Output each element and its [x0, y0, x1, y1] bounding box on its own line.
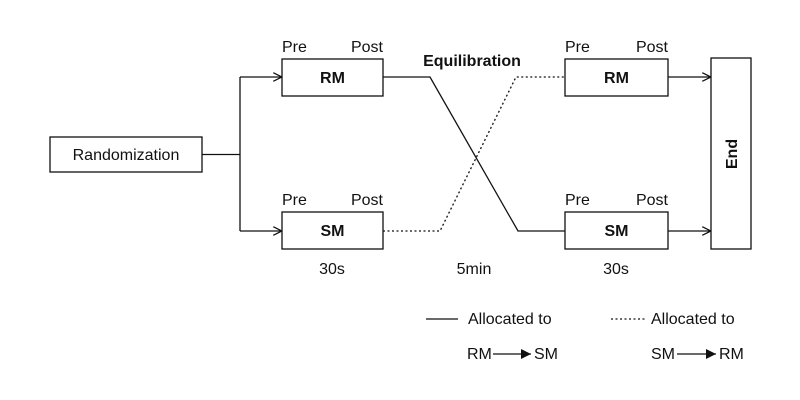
- sm-first-box: [281, 211, 384, 250]
- sm-first-post-label: Post: [351, 192, 384, 209]
- rm-second-pre-label: Pre: [565, 39, 590, 56]
- end-node: End: [710, 57, 752, 250]
- sm-second-box: [564, 211, 669, 250]
- sm-second-label: SM: [605, 223, 629, 240]
- sm-second-pre-label: Pre: [565, 192, 590, 209]
- rm-first-label: RM: [320, 70, 345, 87]
- duration-equilibration: 5min: [457, 261, 492, 278]
- end-box: [710, 57, 752, 250]
- sm-second-node: Pre Post SM: [564, 192, 669, 250]
- randomization-node: Randomization: [49, 136, 203, 173]
- sm-second-post-label: Post: [636, 192, 669, 209]
- legend-dotted-label: Allocated to: [651, 311, 735, 328]
- rm-second-box: [564, 58, 669, 97]
- legend-solid: Allocated to RM SM: [426, 311, 558, 363]
- legend-dotted-to: RM: [719, 346, 744, 363]
- rm-first-node: Pre Post RM: [281, 39, 384, 97]
- rm-first-post-label: Post: [351, 39, 384, 56]
- legend-dotted-from: SM: [651, 346, 675, 363]
- crossover-dotted-line: [383, 76, 565, 232]
- randomization-box: [49, 136, 203, 173]
- rm-second-node: Pre Post RM: [564, 39, 669, 97]
- legend-dotted: Allocated to SM RM: [611, 311, 744, 363]
- sm-first-node: Pre Post SM: [281, 192, 384, 250]
- end-label: End: [724, 139, 741, 169]
- rm-first-box: [281, 58, 384, 97]
- rm-first-pre-label: Pre: [282, 39, 307, 56]
- crossover-solid-line: [383, 76, 565, 232]
- rm-second-label: RM: [604, 70, 629, 87]
- legend-solid-from: RM: [467, 346, 492, 363]
- rm-second-post-label: Post: [636, 39, 669, 56]
- legend-solid-label: Allocated to: [468, 311, 552, 328]
- randomization-label: Randomization: [73, 147, 180, 164]
- duration-first-phase: 30s: [319, 261, 345, 278]
- sm-first-pre-label: Pre: [282, 192, 307, 209]
- duration-second-phase: 30s: [603, 261, 629, 278]
- equilibration-label: Equilibration: [423, 53, 521, 70]
- sm-first-label: SM: [321, 223, 345, 240]
- legend-solid-to: SM: [534, 346, 558, 363]
